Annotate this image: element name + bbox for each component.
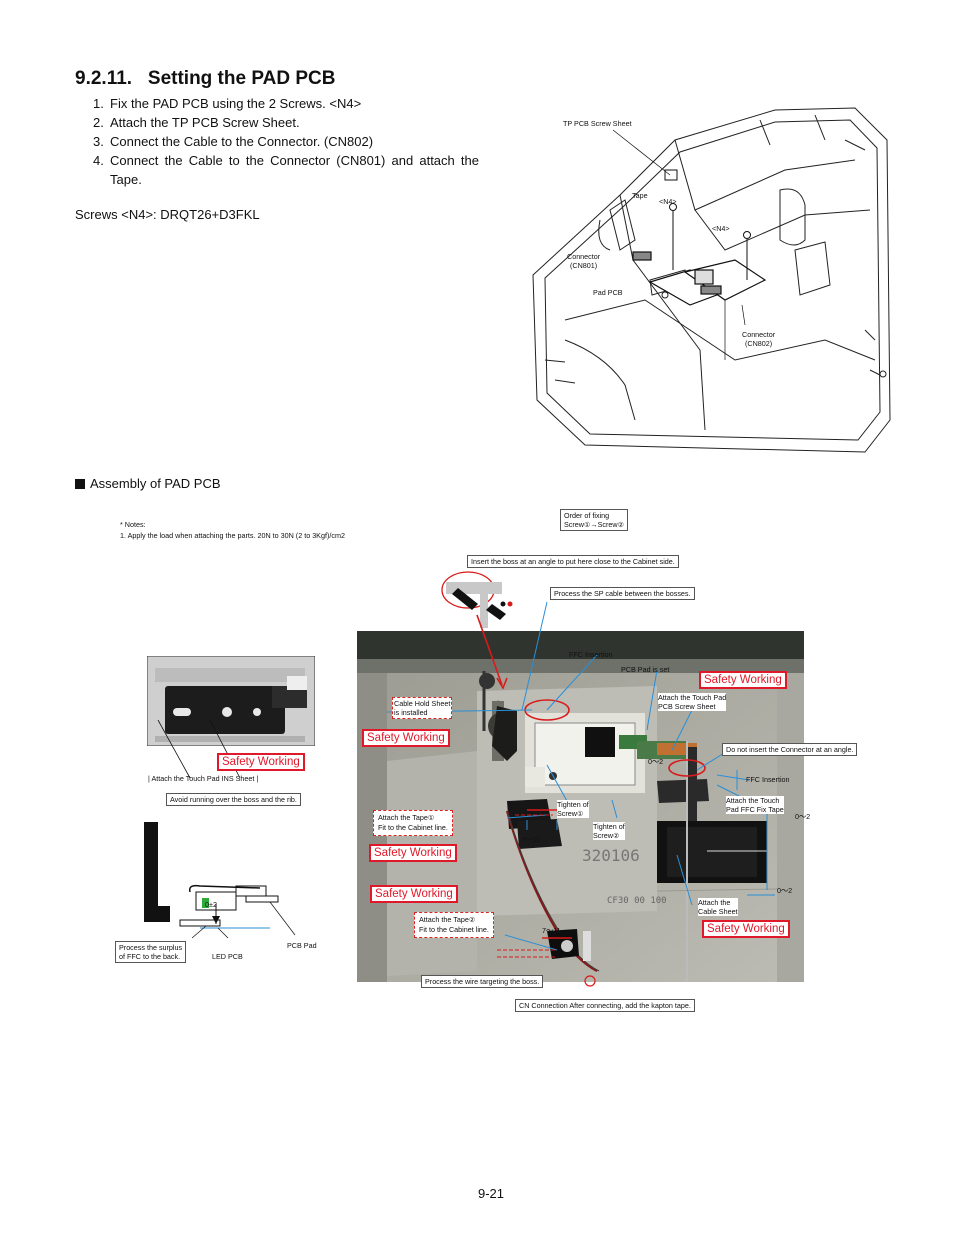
- ins-sheet-photo: [147, 656, 315, 746]
- step-item: 4.Connect the Cable to the Connector (CN…: [93, 153, 479, 187]
- label-process-wire: Process the wire targeting the boss.: [421, 975, 544, 988]
- annotation-overlay: [386, 601, 775, 987]
- safety-badge: Safety Working: [369, 844, 457, 862]
- step-item: 2.Attach the TP PCB Screw Sheet.: [93, 115, 300, 130]
- safety-badge: Safety Working: [699, 671, 787, 689]
- label-insert-boss: Insert the boss at an angle to put here …: [467, 555, 679, 568]
- screws-spec: Screws <N4>: DRQT26+D3FKL: [75, 207, 260, 222]
- svg-text:CF30 00 100: CF30 00 100: [607, 896, 667, 906]
- label-zero-two-c: 0～2: [777, 886, 793, 895]
- safety-badge: Safety Working: [362, 729, 450, 747]
- label-sp-cable: Process the SP cable between the bosses.: [550, 587, 695, 600]
- label-pcb-pad: PCB Pad: [287, 941, 317, 950]
- label-avoid-boss: Avoid running over the boss and the rib.: [166, 793, 301, 806]
- label-n4-b: <N4>: [712, 224, 730, 233]
- label-tape: Tape: [632, 191, 648, 200]
- label-zero-two-a: 0～2: [648, 757, 664, 766]
- order-box: Order of fixing Screw①→Screw②: [560, 509, 629, 531]
- label-pad-pcb: Pad PCB: [593, 288, 623, 297]
- assembly-heading: Assembly of PAD PCB: [75, 476, 221, 491]
- cross-section-diagram: [144, 822, 296, 939]
- label-cn801-b: (CN801): [570, 261, 598, 270]
- safety-badge: Safety Working: [702, 920, 790, 938]
- notes-line: 1. Apply the load when attaching the par…: [120, 531, 345, 540]
- pad-pcb-exploded-diagram: [532, 107, 891, 453]
- square-bullet-icon: [75, 479, 85, 489]
- label-seven-eleven-a: 7～11: [521, 835, 540, 844]
- step-item: 3.Connect the Cable to the Connector. (C…: [93, 134, 374, 149]
- label-ins-sheet: | Attach the Touch Pad INS Sheet |: [148, 774, 259, 783]
- label-cn802-b: (CN802): [745, 339, 773, 348]
- label-pcb-pad-set: PCB Pad is set: [621, 665, 670, 674]
- label-led-pcb: LED PCB: [212, 952, 243, 961]
- svg-text:320106: 320106: [582, 846, 640, 865]
- label-zero-pm-two: 0±2: [205, 900, 217, 909]
- safety-badge: Safety Working: [217, 753, 305, 771]
- step-item: 1.Fix the PAD PCB using the 2 Screws. <N…: [93, 96, 362, 111]
- label-cn801-a: Connector: [567, 252, 601, 261]
- label-n4-a: <N4>: [659, 197, 677, 206]
- notes-title: * Notes:: [120, 520, 146, 529]
- step-list: 1.Fix the PAD PCB using the 2 Screws. <N…: [93, 94, 479, 189]
- boss-inset: [441, 571, 513, 628]
- page-number: 9-21: [478, 1186, 505, 1201]
- label-ffc-insertion-2: FFC Insertion: [746, 775, 790, 784]
- label-tp-sheet: TP PCB Screw Sheet: [563, 119, 632, 128]
- label-seven-eleven-b: 7～11: [542, 926, 561, 935]
- label-cn802-a: Connector: [742, 330, 776, 339]
- section-heading: 9.2.11. Setting the PAD PCB: [75, 68, 336, 89]
- label-ffc-insertion-1: FFC Insertion: [569, 650, 613, 659]
- label-zero-two-b: 0～2: [795, 812, 811, 821]
- label-cn-connection: CN Connection After connecting, add the …: [515, 999, 695, 1012]
- safety-badge: Safety Working: [370, 885, 458, 903]
- label-no-angle: Do not insert the Connector at an angle.: [722, 743, 858, 756]
